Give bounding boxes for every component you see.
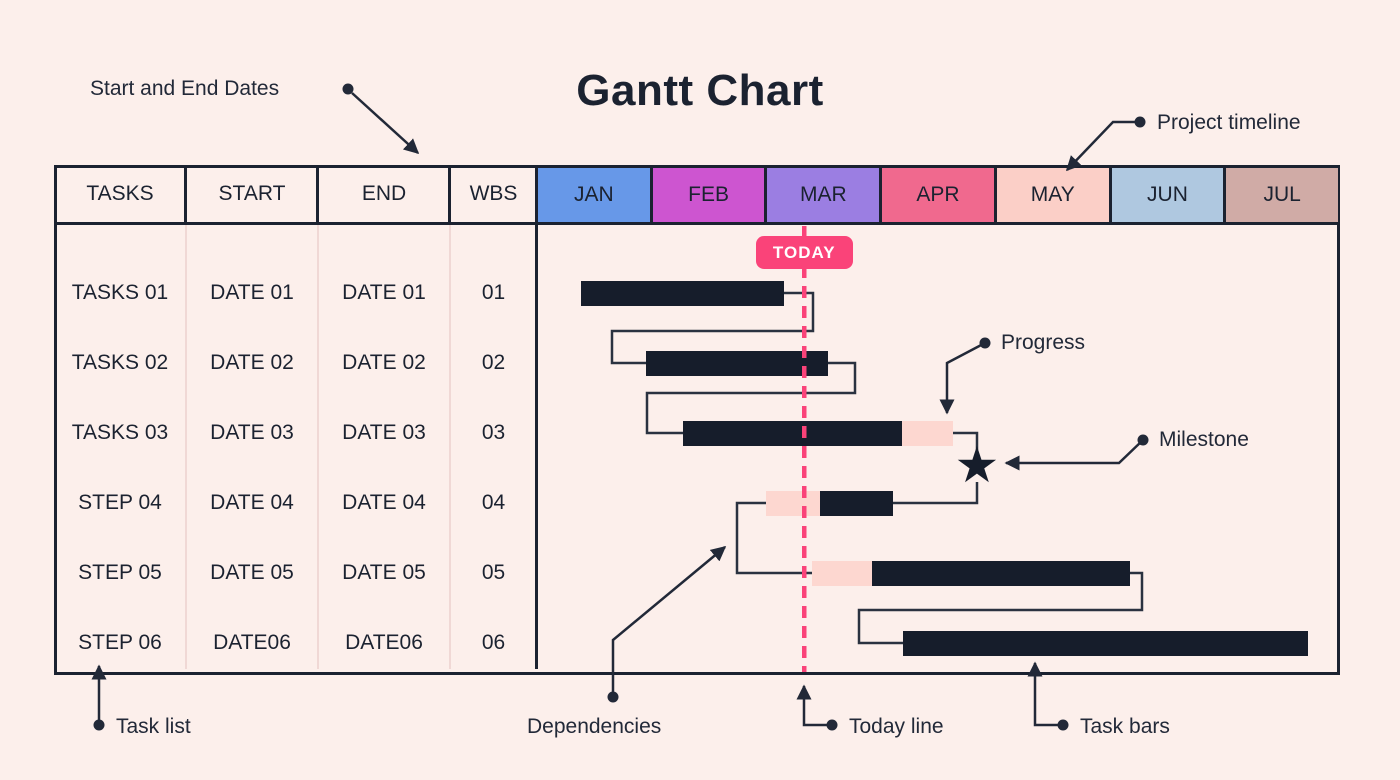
leader-dot [826, 719, 838, 731]
task-cell: TASKS 02 [71, 351, 169, 374]
end-cell: DATE 03 [342, 421, 426, 444]
arrow-today-line [796, 684, 832, 727]
task-cell: TASKS 03 [71, 421, 169, 444]
end-cell: DATE06 [345, 631, 423, 654]
dependency-line-4-5 [735, 501, 812, 575]
month-cell-feb: FEB [649, 168, 765, 222]
task-cell: STEP 04 [78, 491, 162, 514]
body-divider-3 [449, 225, 451, 669]
header-divider-2 [316, 166, 319, 223]
start-cell: DATE 04 [210, 491, 294, 514]
wbs-cell: 03 [481, 421, 506, 444]
body-divider-2 [317, 225, 319, 669]
task-bar-6 [902, 630, 1308, 656]
task-bar-1 [580, 280, 784, 306]
progress-segment [812, 560, 872, 586]
progress-segment [901, 420, 954, 446]
task-bar-4 [766, 490, 893, 516]
end-cell: DATE 05 [342, 561, 426, 584]
month-cell-may: MAY [993, 168, 1109, 222]
task-cell: STEP 05 [78, 561, 162, 584]
leader-dot [93, 719, 105, 731]
chart-left-border [535, 165, 538, 669]
arrow-progress [939, 341, 986, 415]
end-cell: DATE 02 [342, 351, 426, 374]
progress-segment [766, 490, 821, 516]
header-divider-3 [448, 166, 451, 223]
end-cell: DATE 04 [342, 491, 426, 514]
today-badge: TODAY [755, 236, 853, 269]
start-cell: DATE 03 [210, 421, 294, 444]
end-cell: DATE 01 [342, 281, 426, 304]
leader-dot [342, 83, 354, 95]
annotation-milestone: Milestone [1159, 428, 1249, 451]
start-cell: DATE 05 [210, 561, 294, 584]
dependency-line-1-2 [610, 291, 815, 365]
annotation-start-end-dates: Start and End Dates [90, 77, 280, 100]
wbs-cell: 02 [481, 351, 506, 374]
annotation-task-bars: Task bars [1080, 715, 1170, 738]
annotation-task-list: Task list [116, 715, 191, 738]
month-cell-jan: JAN [538, 168, 650, 222]
month-header-row: JAN FEB MAR APR MAY JUN JUL [538, 168, 1339, 222]
arrow-task-bars [1027, 661, 1063, 727]
dependency-line-5-6 [857, 571, 1144, 645]
wbs-cell: 01 [481, 281, 506, 304]
column-header-start: START [218, 182, 286, 205]
wbs-cell: 04 [481, 491, 506, 514]
arrow-milestone [1004, 439, 1144, 471]
milestone-star-icon: ★ [954, 437, 1000, 493]
dependency-line-2-3 [645, 361, 857, 435]
page-title: Gantt Chart [576, 66, 824, 115]
month-cell-apr: APR [879, 168, 994, 222]
leader-dot [1057, 719, 1069, 731]
task-cell: TASKS 01 [71, 281, 169, 304]
dependency-line-milestone-4 [893, 482, 979, 505]
arrow-start-end-dates [351, 92, 420, 155]
task-bar-3 [682, 420, 954, 446]
leader-dot [979, 337, 991, 349]
header-bottom-border [54, 222, 1340, 225]
column-header-wbs: WBS [469, 182, 518, 205]
annotation-project-timeline: Project timeline [1157, 111, 1301, 134]
month-cell-jul: JUL [1223, 168, 1339, 222]
wbs-cell: 06 [481, 631, 506, 654]
wbs-cell: 05 [481, 561, 506, 584]
task-bar-2 [645, 350, 829, 376]
start-cell: DATE 02 [210, 351, 294, 374]
leader-dot [1134, 116, 1146, 128]
start-cell: DATE06 [213, 631, 291, 654]
body-divider-1 [185, 225, 187, 669]
column-header-end: END [361, 182, 407, 205]
leader-dot [607, 691, 619, 703]
arrow-dependencies [611, 546, 727, 695]
month-cell-jun: JUN [1108, 168, 1224, 222]
start-cell: DATE 01 [210, 281, 294, 304]
dependency-line-3-milestone [953, 431, 979, 450]
task-bar-5 [812, 560, 1130, 586]
annotation-dependencies: Dependencies [527, 715, 662, 738]
annotation-progress: Progress [1001, 331, 1086, 354]
header-divider-1 [184, 166, 187, 223]
leader-dot [1137, 434, 1149, 446]
column-header-tasks: TASKS [86, 182, 154, 205]
month-cell-mar: MAR [764, 168, 880, 222]
annotation-today-line: Today line [849, 715, 944, 738]
table-frame [54, 165, 1340, 675]
task-cell: STEP 06 [78, 631, 162, 654]
arrow-project-timeline [1065, 120, 1140, 172]
